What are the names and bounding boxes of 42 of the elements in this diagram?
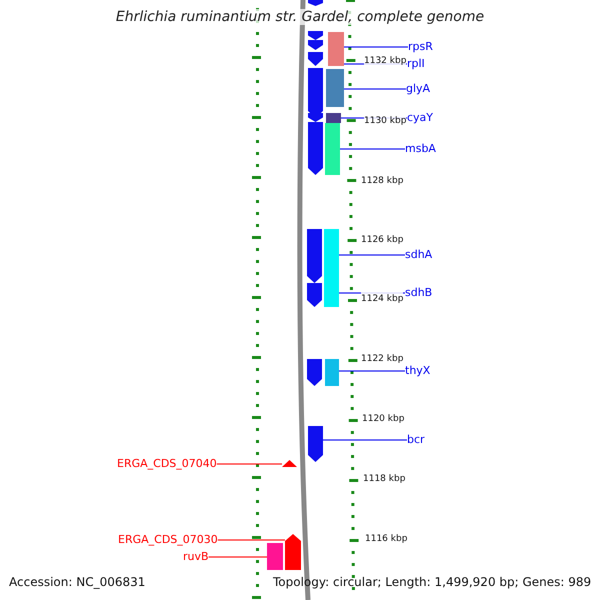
gene-label: sdhA (405, 248, 432, 262)
gene-label: cyaY (407, 111, 434, 125)
gene-feature-bar (328, 50, 344, 66)
scale-label: 1116 kbp (365, 532, 408, 546)
gene-label: glyA (406, 82, 430, 96)
gene-label: bcr (407, 433, 425, 447)
gene-label: msbA (405, 142, 436, 156)
gene-feature-bar (328, 32, 344, 50)
gene-label: thyX (405, 364, 430, 378)
gene-label: sdhB (405, 286, 432, 300)
leader-line (338, 254, 406, 256)
scale-label: 1124 kbp (361, 292, 404, 306)
gene-feature-bar (325, 359, 339, 386)
leader-line (208, 556, 268, 558)
gene-feature-bar (325, 123, 340, 175)
gene-feature-bar (267, 543, 283, 570)
gene-feature-bar (324, 229, 339, 283)
scale-label: 1126 kbp (361, 233, 404, 247)
gene-feature-bar (324, 283, 339, 307)
genome-info-note: Topology: circular; Length: 1,499,920 bp; Genes: 989 (273, 575, 592, 589)
gene-label: ruvB (183, 550, 209, 564)
gene-arrow (285, 534, 301, 570)
scale-label: 1130 kbp (364, 114, 406, 128)
accession-note: Accession: NC_006831 (9, 575, 146, 589)
scale-label: 1118 kbp (363, 472, 406, 486)
leader-line (338, 370, 406, 372)
map-title: Ehrlichia ruminantium str. Gardel, complete genome (116, 9, 484, 25)
scale-label: 1120 kbp (362, 412, 404, 426)
gene-arrow (282, 460, 297, 467)
leader-line (344, 46, 408, 48)
leader-line (340, 148, 406, 150)
gene-feature-bar (326, 69, 344, 107)
gene-feature-bar (326, 113, 341, 123)
scale-label: 1132 kbp (364, 54, 406, 68)
gene-arrow (308, 426, 323, 462)
gene-label: rplI (407, 57, 425, 71)
leader-line (344, 88, 406, 90)
scale-label: 1122 kbp (361, 352, 404, 366)
scale-label: 1128 kbp (361, 174, 404, 188)
gene-label: ERGA_CDS_07040 (117, 457, 217, 471)
gene-label: rpsR (408, 40, 433, 54)
gene-label: ERGA_CDS_07030 (118, 533, 218, 547)
